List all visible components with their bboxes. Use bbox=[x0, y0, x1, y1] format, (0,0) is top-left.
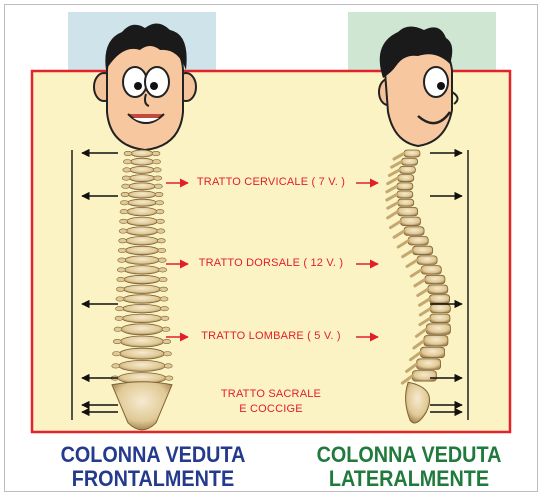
label-cervical: TRATTO CERVICALE ( 7 V. ) bbox=[190, 176, 352, 188]
label-lumbar: TRATTO LOMBARE ( 5 V. ) bbox=[190, 330, 352, 342]
caption-side: COLONNA VEDUTA LATERALMENTE bbox=[302, 443, 516, 491]
caption-front-line2: FRONTALMENTE bbox=[46, 467, 260, 491]
caption-front-line1: COLONNA VEDUTA bbox=[46, 443, 260, 467]
caption-side-line2: LATERALMENTE bbox=[302, 467, 516, 491]
label-sacral-line1: TRATTO SACRALE bbox=[190, 388, 352, 400]
label-sacral-line2: E COCCIGE bbox=[190, 403, 352, 415]
label-dorsal: TRATTO DORSALE ( 12 V. ) bbox=[190, 257, 352, 269]
caption-side-line1: COLONNA VEDUTA bbox=[302, 443, 516, 467]
caption-front: COLONNA VEDUTA FRONTALMENTE bbox=[46, 443, 260, 491]
